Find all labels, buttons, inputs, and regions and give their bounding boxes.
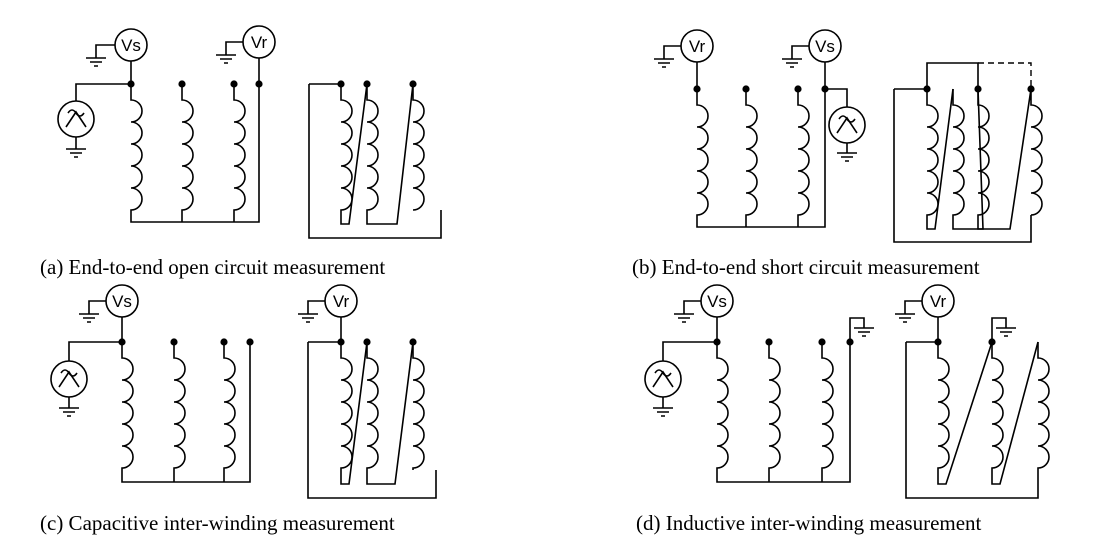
response-voltage-meter: Vr xyxy=(654,29,714,89)
panel-d: Vs Vr (d) Inductive inter-winding xyxy=(636,284,1050,535)
terminal-dot xyxy=(246,338,254,346)
response-voltage-meter: Vr xyxy=(216,25,276,84)
meter-label-vr: Vr xyxy=(930,292,947,311)
terminal-dot xyxy=(363,80,371,88)
response-voltage-meter: Vr xyxy=(298,284,358,342)
secondary-windings xyxy=(308,80,442,239)
short-circuit-link xyxy=(978,62,1032,89)
meter-label-vr: Vr xyxy=(333,292,350,311)
source-voltage-meter: Vs xyxy=(79,284,139,342)
source-voltage-meter: Vs xyxy=(86,28,148,84)
secondary-windings xyxy=(893,62,1043,243)
terminal-dot xyxy=(1027,85,1035,93)
terminal-dot xyxy=(794,85,802,93)
terminal-dot xyxy=(765,338,773,346)
ground-icon xyxy=(991,317,1016,342)
ac-source-icon xyxy=(825,88,866,162)
ground-icon xyxy=(849,317,874,342)
terminal-dot xyxy=(170,338,178,346)
terminal-dot xyxy=(923,85,931,93)
panel-caption: (a) End-to-end open circuit measurement xyxy=(40,255,385,279)
terminal-dot xyxy=(742,85,750,93)
panel-caption: (c) Capacitive inter-winding measurement xyxy=(40,511,395,535)
meter-label-vr: Vr xyxy=(689,37,706,56)
response-voltage-meter: Vr xyxy=(895,284,955,342)
meter-label-vs: Vs xyxy=(815,37,835,56)
panel-b: Vr Vs (b) End-to-end short ci xyxy=(632,29,1043,279)
meter-label-vs: Vs xyxy=(112,292,132,311)
ac-source-icon xyxy=(57,83,131,158)
secondary-windings xyxy=(307,338,437,499)
source-voltage-meter: Vs xyxy=(782,29,842,89)
terminal-dot xyxy=(409,80,417,88)
terminal-dot xyxy=(818,338,826,346)
ac-source-icon xyxy=(50,341,122,417)
panel-caption: (b) End-to-end short circuit measurement xyxy=(632,255,980,279)
terminal-dot xyxy=(337,80,345,88)
terminal-dot xyxy=(220,338,228,346)
ac-source-icon xyxy=(644,341,717,417)
meter-label-vr: Vr xyxy=(251,33,268,52)
primary-windings xyxy=(693,85,829,228)
panel-caption: (d) Inductive inter-winding measurement xyxy=(636,511,982,535)
source-voltage-meter: Vs xyxy=(674,284,734,342)
secondary-windings xyxy=(905,338,1050,499)
meter-label-vs: Vs xyxy=(121,36,141,55)
meter-label-vs: Vs xyxy=(707,292,727,311)
primary-windings xyxy=(118,338,254,483)
panel-c: Vs Vr (c) Capacitive inter-winding measu… xyxy=(40,284,437,535)
terminal-dot xyxy=(178,80,186,88)
terminal-dot xyxy=(409,338,417,346)
primary-windings xyxy=(713,338,854,483)
panel-a: Vs Vr (a) End-to-end open ci xyxy=(40,25,442,279)
terminal-dot xyxy=(974,85,982,93)
terminal-dot xyxy=(230,80,238,88)
terminal-dot xyxy=(363,338,371,346)
primary-windings xyxy=(127,80,263,223)
